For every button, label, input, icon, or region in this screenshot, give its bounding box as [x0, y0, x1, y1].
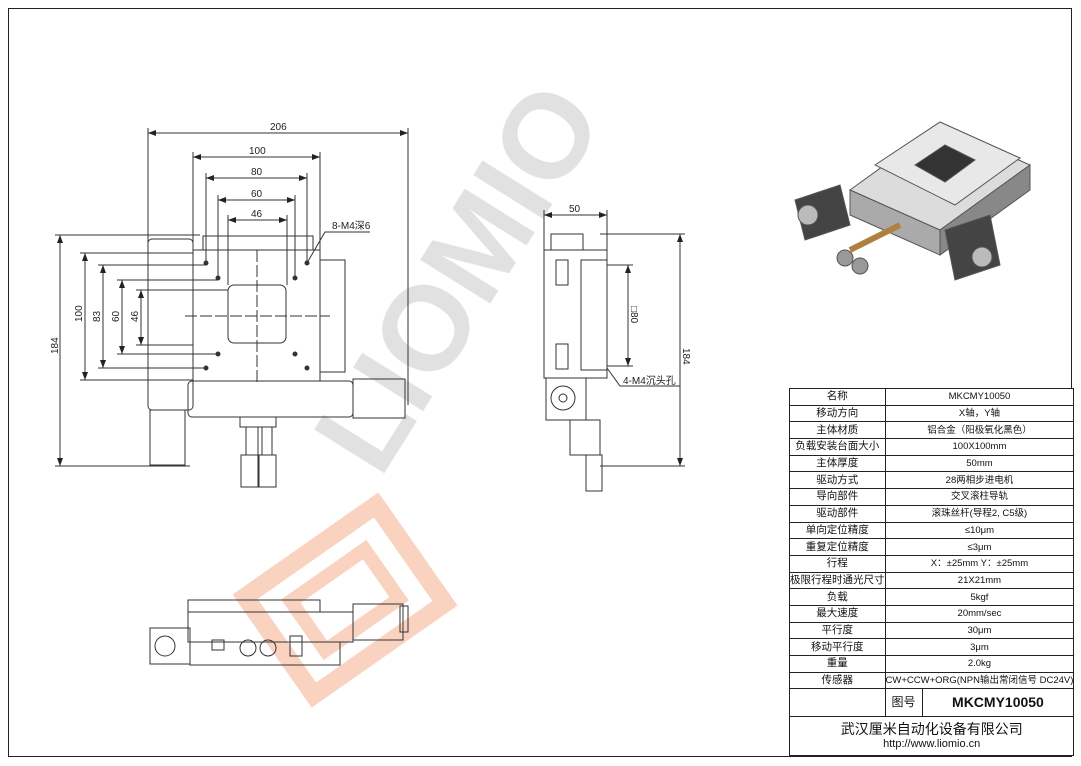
- spec-label: 导向部件: [789, 488, 886, 506]
- spec-label: 驱动方式: [789, 471, 886, 490]
- spec-label: 重复定位精度: [789, 538, 886, 556]
- drawing-number-row: 图号 MKCMY10050: [789, 688, 1075, 718]
- spec-value: ≤3μm: [884, 538, 1075, 556]
- spec-value: 50mm: [884, 454, 1075, 473]
- drawing-number-cell: 图号 MKCMY10050: [884, 688, 1075, 718]
- drawing-sheet-border: [8, 8, 1072, 757]
- dim-60-v: 60: [111, 310, 122, 322]
- spec-label: 单向定位精度: [789, 521, 886, 540]
- spec-label: 行程: [789, 554, 886, 573]
- front-view-labels: 206 100 80 60 46 184 100 83 60 46 8-M4深6: [50, 122, 371, 354]
- spec-value: 滚珠丝杆(导程2, C5级): [884, 504, 1075, 523]
- spec-value: MKCMY10050: [884, 388, 1075, 406]
- spec-label: 负载: [789, 588, 886, 606]
- watermark-text: LIOMIO: [288, 61, 628, 494]
- spec-value: 5kgf: [884, 588, 1075, 606]
- spec-value: 20mm/sec: [884, 604, 1075, 623]
- dim-83-v: 83: [92, 310, 103, 322]
- spec-label: 传感器: [789, 671, 886, 690]
- spec-label: 平行度: [789, 621, 886, 640]
- dim-80-h: 80: [251, 167, 263, 178]
- spec-label: 主体材质: [789, 421, 886, 440]
- callout-4-m4: 4-M4沉头孔: [623, 374, 676, 387]
- spec-label: 移动平行度: [789, 638, 886, 656]
- spec-value: X：±25mm Y：±25mm: [884, 554, 1075, 573]
- dim-46-v: 46: [130, 310, 141, 322]
- dim-50: 50: [569, 204, 581, 215]
- dim-100-h: 100: [249, 146, 266, 157]
- spec-value: 28两相步进电机: [884, 471, 1075, 490]
- spec-value: X轴，Y轴: [884, 404, 1075, 423]
- company-name: 武汉厘米自动化设备有限公司: [840, 721, 1023, 738]
- spec-row: 单向定位精度≤10μm: [789, 521, 1075, 540]
- spec-row: 主体材质铝合金（阳极氧化黑色）: [789, 421, 1075, 440]
- dim-square-80: □80: [628, 306, 639, 324]
- product-3d-render: [794, 121, 1031, 281]
- dim-206: 206: [270, 122, 287, 133]
- spec-value: ≤10μm: [884, 521, 1075, 540]
- spec-row: 驱动部件滚珠丝杆(导程2, C5级): [789, 504, 1075, 523]
- side-view: [543, 210, 685, 492]
- spec-value: 2.0kg: [884, 655, 1075, 673]
- spec-label: 主体厚度: [789, 454, 886, 473]
- dim-100-v: 100: [74, 305, 85, 322]
- dim-184-side: 184: [680, 348, 691, 365]
- spec-value: 3μm: [884, 638, 1075, 656]
- spec-value: 21X21mm: [884, 571, 1075, 590]
- spec-row: 重复定位精度≤3μm: [789, 538, 1075, 556]
- drawing-number: MKCMY10050: [952, 694, 1044, 711]
- callout-8-m4: 8-M4深6: [332, 220, 371, 232]
- spec-value: 30μm: [884, 621, 1075, 640]
- spec-label: 名称: [789, 388, 886, 406]
- drawing-number-label: 图号: [886, 689, 923, 717]
- dim-60-h: 60: [251, 189, 263, 200]
- company-url: http://www.liomio.cn: [883, 738, 981, 751]
- spec-value: 100X100mm: [884, 438, 1075, 456]
- projection-symbol-cell: [789, 688, 886, 718]
- spec-label: 极限行程时通光尺寸: [789, 571, 886, 590]
- spec-row: 导向部件交叉滚柱导轨: [789, 488, 1075, 506]
- dim-184-v: 184: [50, 337, 61, 354]
- bottom-view: [149, 599, 409, 666]
- spec-label: 负载安装台面大小: [789, 438, 886, 456]
- dim-46-h: 46: [251, 209, 263, 220]
- spec-value: 铝合金（阳极氧化黑色）: [884, 421, 1075, 440]
- spec-value: 交叉滚柱导轨: [884, 488, 1075, 506]
- spec-label: 最大速度: [789, 604, 886, 623]
- spec-value: CW+CCW+ORG(NPN输出常闭信号 DC24V): [884, 671, 1075, 690]
- spec-label: 驱动部件: [789, 504, 886, 523]
- spec-label: 移动方向: [789, 404, 886, 423]
- side-view-labels: 50 184 □80 4-M4沉头孔: [569, 204, 691, 387]
- spec-label: 重量: [789, 655, 886, 673]
- company-row: 武汉厘米自动化设备有限公司 http://www.liomio.cn: [788, 716, 1075, 757]
- front-view: [55, 128, 409, 488]
